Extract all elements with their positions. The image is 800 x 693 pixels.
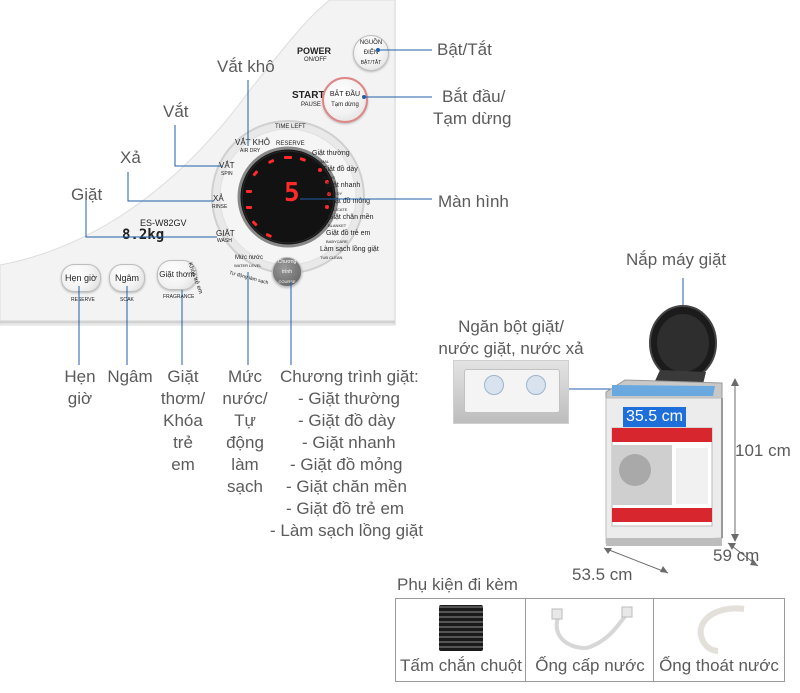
callout-program-item: - Giặt thường: [298, 389, 400, 408]
callout-program-item: - Giặt nhanh: [302, 433, 396, 452]
model-label: ES-W82GV: [140, 218, 187, 228]
start-label: START: [292, 90, 325, 101]
callout-drawer: Ngăn bột giặt/nước giặt, nước xả: [438, 317, 584, 358]
accessory-label: Ống cấp nước: [535, 656, 645, 675]
callout-program-item: - Giặt đồ mỏng: [290, 455, 403, 474]
callout-programs: Chương trình giặt: - Giặt thường - Giặt …: [270, 366, 430, 542]
callout-power: Bật/Tắt: [437, 40, 492, 59]
dimension-inner-width: 35.5 cm: [623, 407, 686, 427]
display-screen: [237, 146, 339, 248]
dimension-height: 101 cm: [735, 441, 791, 460]
rinse-sub-label: RINSE: [212, 204, 228, 210]
start-sub-label: PAUSE: [301, 102, 321, 108]
spin-sub-label: SPIN: [221, 171, 233, 177]
callout-program-item: - Giặt chăn mền: [286, 477, 407, 496]
callout-display: Màn hình: [438, 192, 509, 211]
soak-button[interactable]: Ngâm: [109, 264, 145, 292]
air-dry-sub-label: AIR DRY: [240, 148, 261, 154]
dimension-depth: 59 cm: [713, 546, 760, 565]
dimension-width: 53.5 cm: [572, 565, 633, 584]
water-level-label: Mức nước: [235, 255, 263, 261]
callout-program-item: - Làm sạch lồng giặt: [270, 521, 424, 540]
reserve-label: RESERVE: [276, 141, 305, 147]
rinse-label: XẢ: [213, 194, 224, 203]
air-dry-label: VẮT KHÔ: [235, 138, 270, 147]
drain-hose-icon: [697, 605, 745, 654]
inlet-hose-icon: [551, 606, 633, 650]
accessory-rat-guard: Tấm chắn chuột: [395, 598, 527, 682]
water-level-sub-label: WATER LEVEL: [234, 263, 262, 268]
power-sub-label: ON/OFF: [304, 57, 327, 63]
display-digit: 5: [284, 178, 300, 208]
callout-lid: Nắp máy giặt: [626, 250, 727, 269]
callout-spin: Vắt: [163, 102, 189, 121]
capacity-label: 8.2kg: [122, 227, 165, 243]
fragrance-button[interactable]: Giặt thơm: [157, 260, 197, 290]
callout-air-dry: Vắt khô: [217, 57, 275, 76]
accessory-label: Tấm chắn chuột: [400, 656, 522, 675]
time-left-label: TIME LEFT: [275, 124, 306, 130]
rat-guard-icon: [439, 605, 483, 651]
callout-wash: Giặt: [71, 185, 103, 204]
accessory-inlet-hose: Ống cấp nước: [525, 598, 655, 682]
accessory-label: Ống thoát nước: [659, 656, 779, 675]
reserve-button-sub: RESERVE: [71, 297, 95, 303]
dispenser-cap-icon: [526, 375, 546, 395]
callout-start-pause-1: Bắt đầu/: [442, 87, 506, 106]
accessories-title: Phụ kiện đi kèm: [397, 575, 518, 594]
fragrance-button-sub: FRAGRANCE: [163, 294, 195, 300]
callout-start-pause-2: Tạm dừng: [433, 109, 512, 128]
callout-soak: Ngâm: [107, 367, 153, 386]
wash-sub-label: WASH: [217, 238, 232, 244]
dispenser-cap-icon: [484, 375, 504, 395]
accessory-drain-hose: Ống thoát nước: [653, 598, 785, 682]
detergent-drawer-photo: [453, 360, 569, 424]
power-label: POWER: [297, 46, 332, 56]
callout-program-item: - Giặt đồ dày: [298, 411, 396, 430]
callout-rinse: Xả: [120, 148, 141, 167]
callout-program-item: - Giặt đồ trẻ em: [286, 499, 405, 518]
wash-label: GIẶT: [216, 229, 235, 238]
reserve-button[interactable]: Hẹn giờ: [61, 264, 101, 292]
spin-label: VẮT: [219, 161, 235, 170]
